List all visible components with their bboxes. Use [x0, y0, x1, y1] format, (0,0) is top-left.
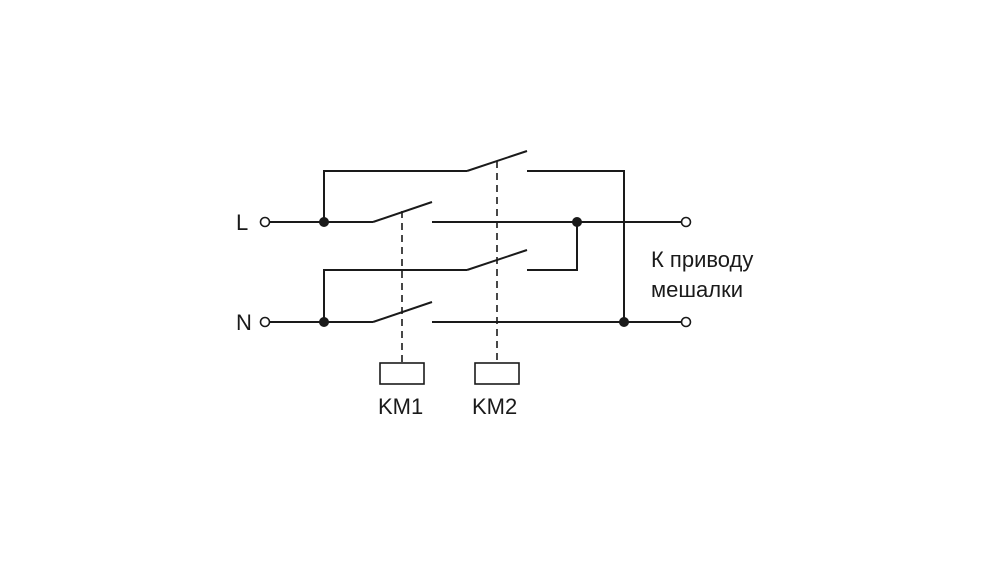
n-input-terminal [259, 316, 271, 328]
l-output-junction-node [572, 217, 582, 227]
km1-label: KM1 [378, 394, 423, 419]
n-output-terminal [680, 316, 692, 328]
line-l-wiring [270, 150, 681, 322]
l-input-terminal [259, 216, 271, 228]
l-junction-node [319, 217, 329, 227]
line-n-label: N [236, 310, 252, 335]
km2-lower-crossover-wire [527, 222, 578, 271]
km2-coil [474, 362, 520, 385]
km2-lower-branch-wire [323, 269, 467, 322]
km1-coil [379, 362, 425, 385]
output-label-line-2: мешалки [651, 277, 743, 302]
km2-upper-branch-wire [323, 170, 467, 222]
output-label-line-1: К приводу [651, 247, 753, 272]
line-l-label: L [236, 210, 248, 235]
km2-label: KM2 [472, 394, 517, 419]
line-n-wiring [270, 222, 681, 323]
n-junction-node [319, 317, 329, 327]
n-output-junction-node [619, 317, 629, 327]
l-output-terminal [680, 216, 692, 228]
km2-upper-crossover-wire [527, 170, 625, 322]
